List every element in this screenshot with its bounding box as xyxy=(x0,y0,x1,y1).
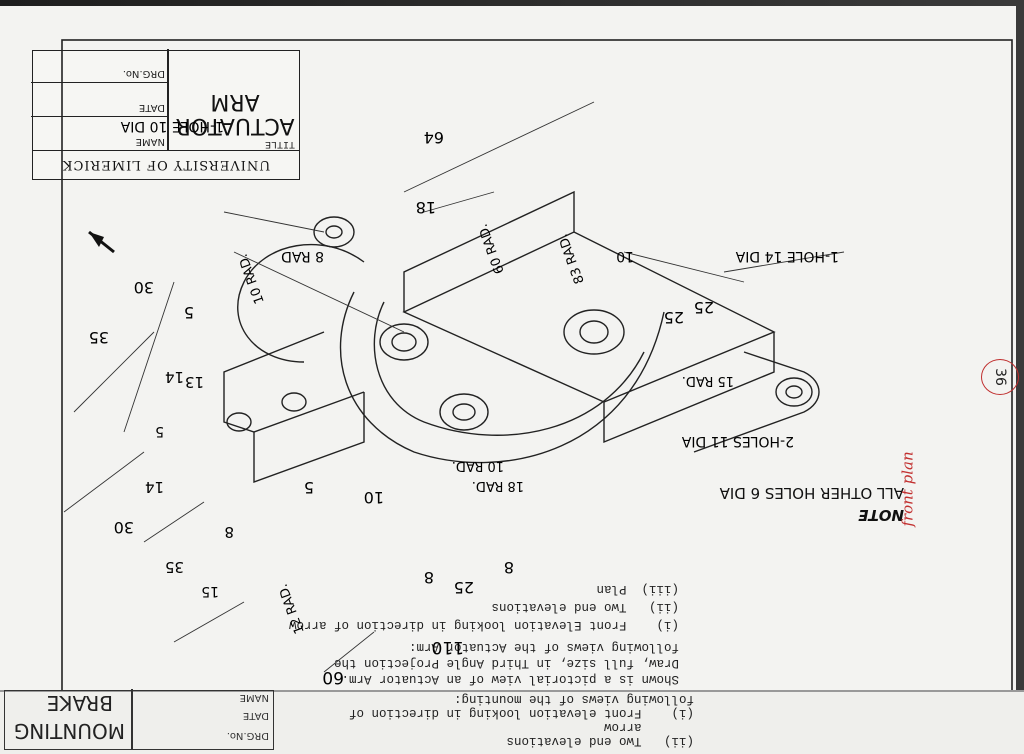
hole xyxy=(785,385,803,399)
underlying-sheet-content: DRG.No. DATE NAME MOUNTING BRAKE (ii) Tw… xyxy=(0,689,1024,752)
dim-line xyxy=(73,331,155,413)
callout-rad60: 60 RAD. xyxy=(476,222,508,276)
base-plate-edge xyxy=(403,190,575,312)
bottom-title-line2: MOUNTING xyxy=(13,719,125,743)
part-outline xyxy=(61,39,1013,703)
dim-line xyxy=(123,281,175,433)
dim-line xyxy=(173,601,245,643)
dim-35b: 35 xyxy=(165,558,184,576)
bottom-line: (ii) Two end elevations xyxy=(506,734,694,748)
callout-rad18: 18 RAD. xyxy=(472,478,524,493)
view-arrow-head xyxy=(89,232,104,247)
underlying-sheet xyxy=(0,690,1024,754)
callout-holes11: 2-HOLES 11 DIA xyxy=(681,433,794,449)
dim-5: 5 xyxy=(184,303,194,322)
dim-10: 10 xyxy=(616,248,634,264)
hole xyxy=(226,412,252,432)
callout-rad10b: 10 RAD. xyxy=(452,458,504,473)
dim-60: 60 xyxy=(322,667,344,687)
bottom-title-line1: BRAKE xyxy=(46,691,113,715)
callout-rad15: 15 RAD. xyxy=(682,373,734,388)
base-plate-edge xyxy=(603,332,775,444)
dim-line xyxy=(403,101,595,193)
dim-5c: 5 xyxy=(304,478,314,497)
page-number: 36 xyxy=(981,359,1019,395)
leader-line xyxy=(233,251,405,333)
boss xyxy=(379,323,429,361)
dim-13: 13 xyxy=(185,373,204,391)
dim-64: 64 xyxy=(424,128,444,147)
dim-5b: 5 xyxy=(155,423,164,439)
dim-15: 15 xyxy=(201,583,219,599)
dim-110: 110 xyxy=(432,637,464,657)
bottom-name-label: NAME xyxy=(239,692,269,703)
dim-18: 18 xyxy=(416,198,436,217)
bottom-line: arrow xyxy=(603,720,694,734)
end-lug-edge xyxy=(253,392,365,483)
hole xyxy=(391,332,417,352)
arm-curve-outer xyxy=(339,291,665,464)
dim-line xyxy=(63,451,145,513)
boss xyxy=(439,393,489,431)
callout-hole10: 1-HOLE 10 DIA xyxy=(120,118,224,134)
bottom-line: following views of the mounting: xyxy=(453,692,694,706)
bottom-date-label: DATE xyxy=(242,710,269,721)
callout-rad83: 83 RAD. xyxy=(556,232,588,286)
dim-25: 25 xyxy=(694,298,714,317)
hole xyxy=(579,320,609,344)
handwritten-note: front plan xyxy=(898,451,917,527)
end-lug xyxy=(223,331,365,433)
dim-25b: 25 xyxy=(454,578,474,597)
hole xyxy=(325,225,343,239)
bottom-divider xyxy=(131,689,133,749)
leader-line xyxy=(623,251,745,283)
boss xyxy=(313,216,355,248)
dim-8c: 8 xyxy=(504,558,514,577)
dim-30b: 30 xyxy=(114,518,134,537)
callout-hole14: 1-HOLE 14 DIA xyxy=(735,248,839,264)
drawing-border xyxy=(61,39,1013,703)
dim-14b: 14 xyxy=(145,478,164,496)
dim-25c: 25 xyxy=(664,308,684,327)
dim-line xyxy=(423,191,495,213)
leader-line xyxy=(223,211,325,233)
boss xyxy=(775,377,813,407)
dim-30: 30 xyxy=(134,278,154,297)
dim-line xyxy=(143,501,205,543)
dim-8: 8 xyxy=(224,523,234,541)
arm-curve xyxy=(373,301,645,436)
callout-rad8: 8 RAD xyxy=(281,248,324,264)
hole xyxy=(281,392,307,412)
callout-rad12: 12 RAD. xyxy=(276,582,308,636)
bottom-drg-label: DRG.No. xyxy=(226,730,269,741)
bottom-title-block: DRG.No. DATE NAME MOUNTING BRAKE xyxy=(4,689,274,750)
leader-line xyxy=(723,251,845,273)
dim-35: 35 xyxy=(89,328,109,347)
dim-line xyxy=(323,631,375,673)
dim-14: 14 xyxy=(165,368,184,386)
boss xyxy=(563,309,625,355)
bottom-line: (i) Front elevation looking in direction… xyxy=(348,706,694,720)
hole xyxy=(452,403,476,421)
tab xyxy=(693,351,820,453)
dimension-lines xyxy=(63,101,845,673)
dim-10b: 10 xyxy=(364,488,384,507)
dim-8b: 8 xyxy=(424,568,434,587)
